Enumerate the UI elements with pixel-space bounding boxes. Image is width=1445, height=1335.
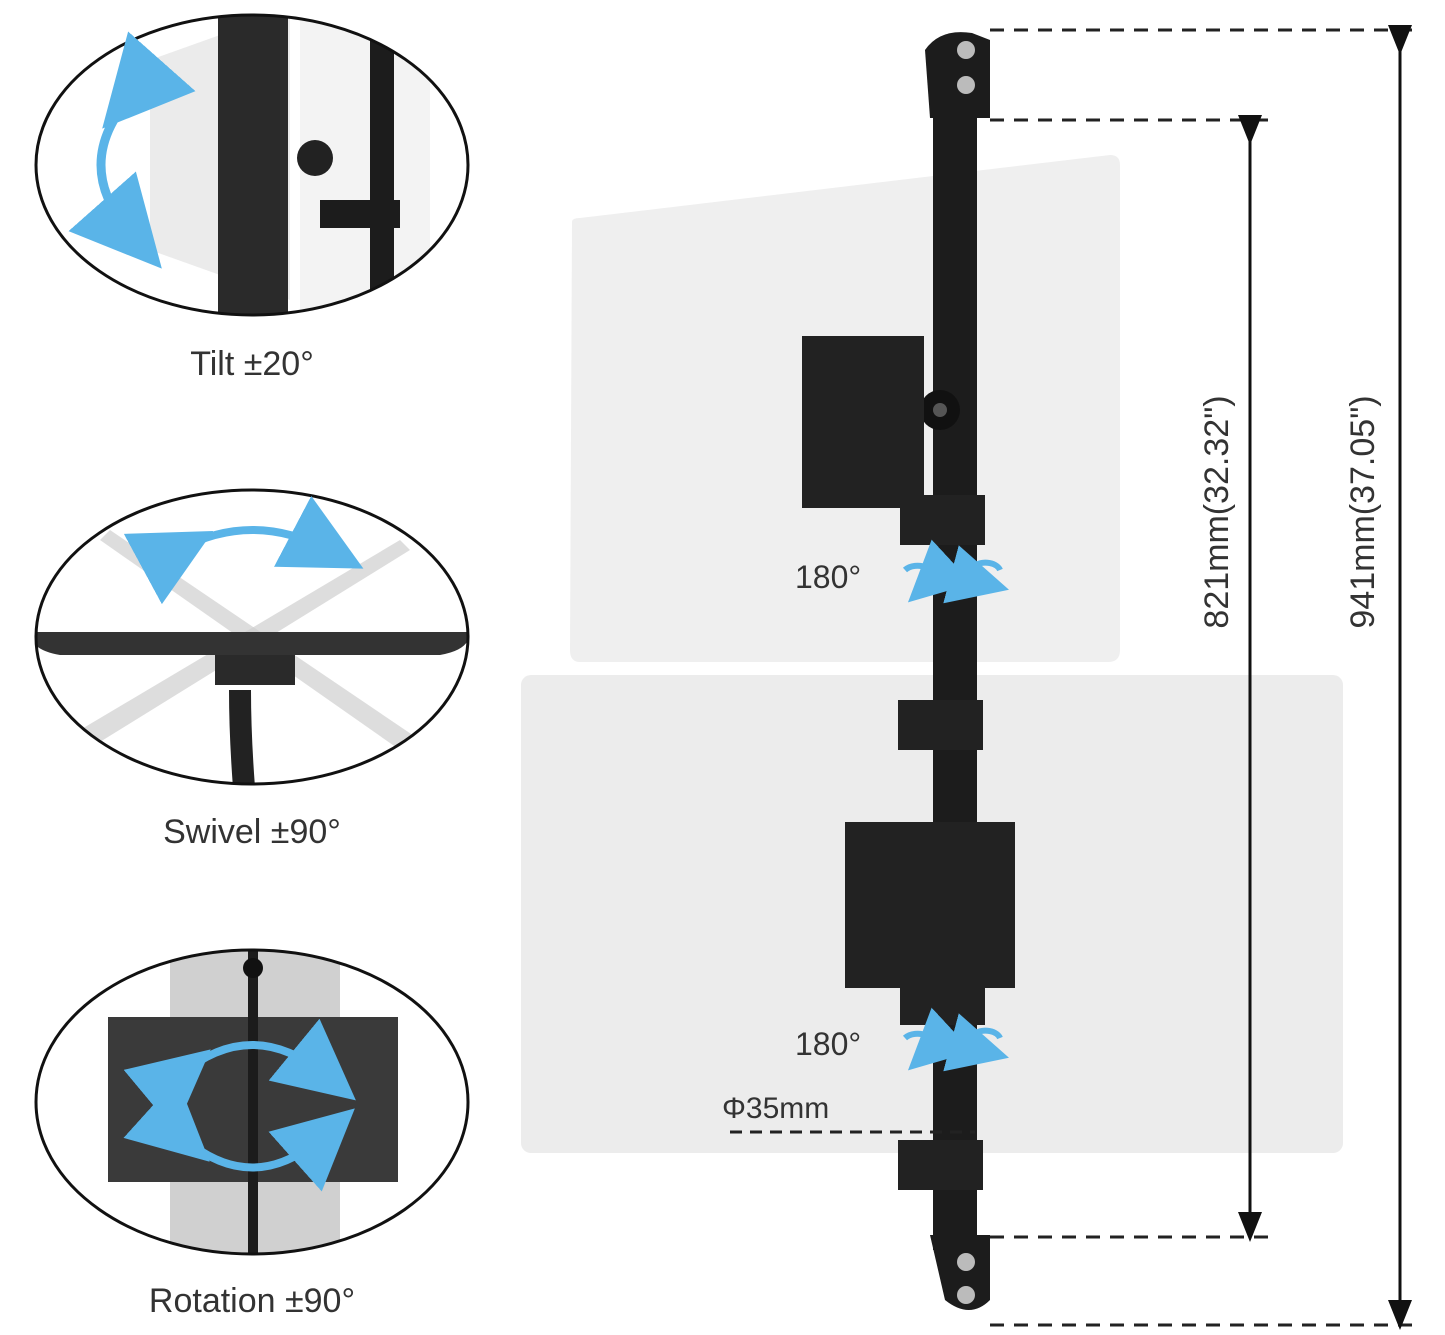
rotate-arrow-icon [902,1007,973,1071]
swivel-label: Swivel ±90° [163,813,341,851]
rotation-illustration [34,948,470,1256]
lower-rotation-label: 180° [795,1026,861,1062]
rotate-arrow-icon [902,539,973,603]
rotate-arrow-icon [943,1013,1009,1072]
rotation-label: Rotation ±90° [149,1282,355,1320]
upper-vesa-plate [802,336,924,508]
diameter-label: Φ35mm [722,1092,829,1125]
swivel-illustration [34,488,470,786]
lower-vesa-plate [845,822,1015,988]
inner-height-label: 821mm(32.32") [1198,395,1236,628]
dimension-lines [990,25,1420,1330]
tilt-illustration [34,13,470,317]
upper-rotation-label: 180° [795,559,861,595]
rotate-arrow-icon [943,545,1009,604]
tilt-label: Tilt ±20° [190,345,314,383]
total-height-label: 941mm(37.05") [1344,395,1382,628]
